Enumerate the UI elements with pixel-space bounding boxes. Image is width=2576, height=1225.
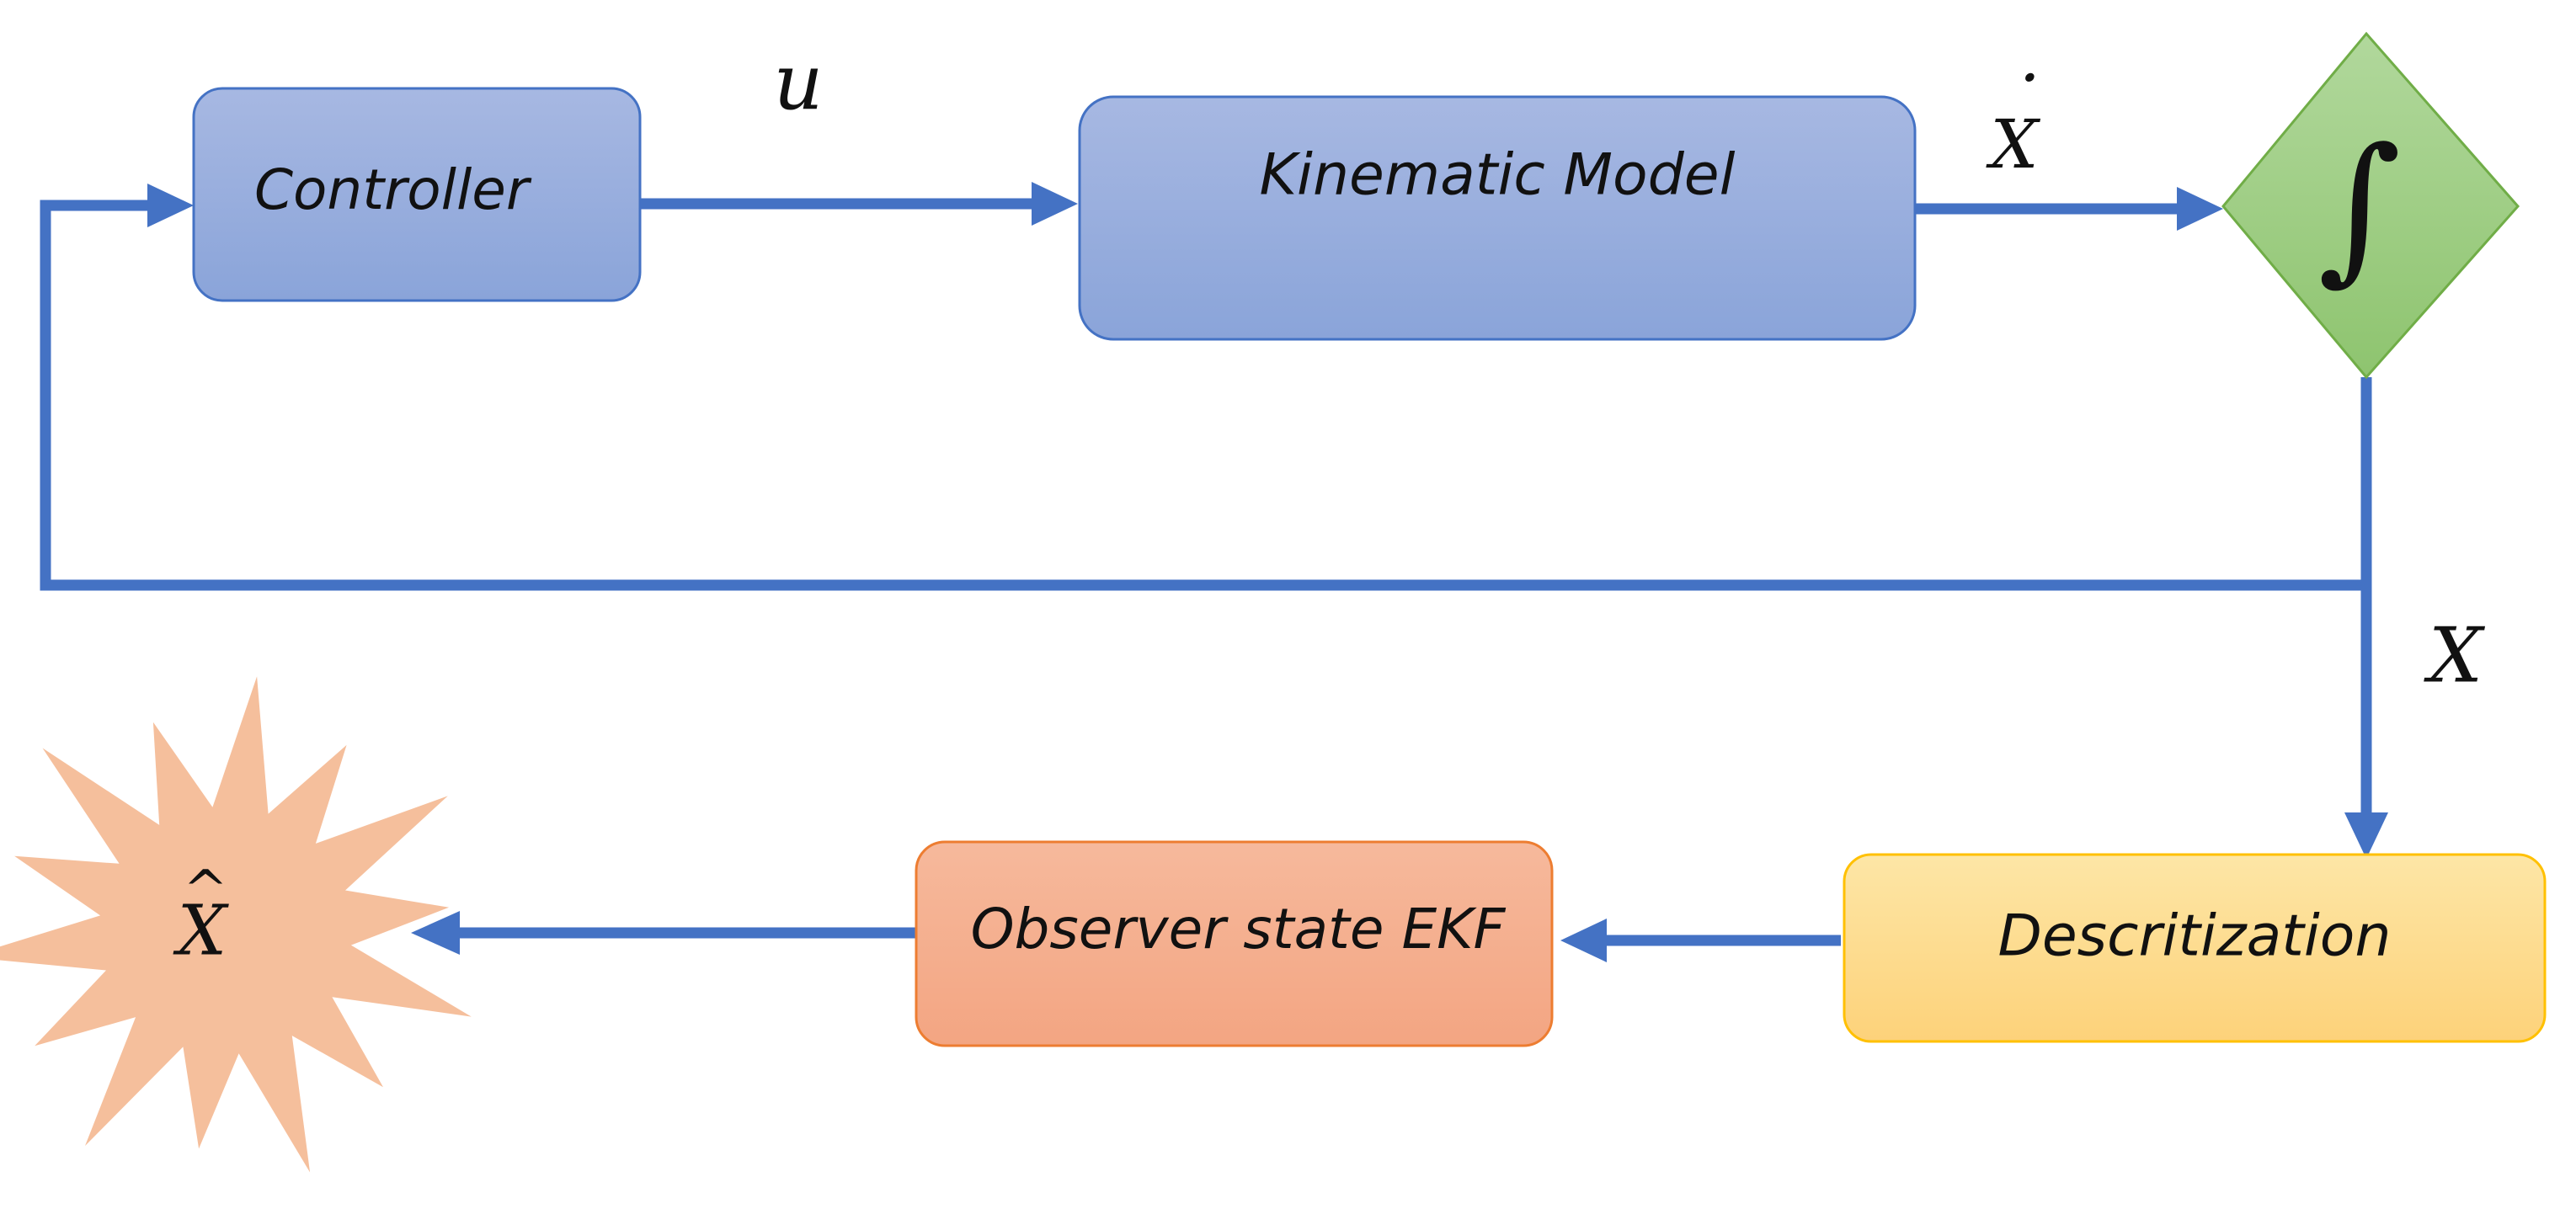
signal-x-dot-accent: ˙ bbox=[2004, 61, 2042, 149]
integrator-block: ∫ bbox=[2221, 31, 2520, 380]
kinematic-model-label: Kinematic Model bbox=[1259, 142, 1735, 209]
observer-ekf-label: Observer state EKF bbox=[971, 897, 1507, 961]
kinematic-model-block: Kinematic Model bbox=[1078, 95, 1917, 341]
discretization-label: Descritization bbox=[1997, 903, 2391, 970]
integrator-symbol: ∫ bbox=[2318, 114, 2402, 300]
starburst-shape bbox=[0, 676, 472, 1173]
estimate-symbol: X bbox=[173, 892, 230, 972]
controller-block: Controller bbox=[192, 87, 642, 302]
discretization-block: Descritization bbox=[1843, 853, 2547, 1043]
signal-x-dot-label: X bbox=[1986, 105, 2041, 184]
arrowhead-into-controller bbox=[147, 184, 194, 227]
arrowhead-into-integrator bbox=[2177, 187, 2223, 231]
arrowhead-into-estimate bbox=[411, 911, 460, 955]
estimate-hat-accent: ^ bbox=[183, 860, 228, 922]
signal-x-label: X bbox=[2424, 611, 2486, 700]
estimate-starburst: X ^ bbox=[0, 676, 472, 1173]
arrowhead-into-observer bbox=[1560, 919, 1607, 962]
feedback-loop-connector bbox=[40, 200, 2366, 591]
arrowhead-into-discretization bbox=[2344, 812, 2388, 859]
observer-ekf-block: Observer state EKF bbox=[915, 840, 1554, 1047]
controller-label: Controller bbox=[254, 157, 532, 222]
signal-u-label: u bbox=[773, 37, 823, 127]
arrowhead-into-model bbox=[1032, 182, 1078, 226]
